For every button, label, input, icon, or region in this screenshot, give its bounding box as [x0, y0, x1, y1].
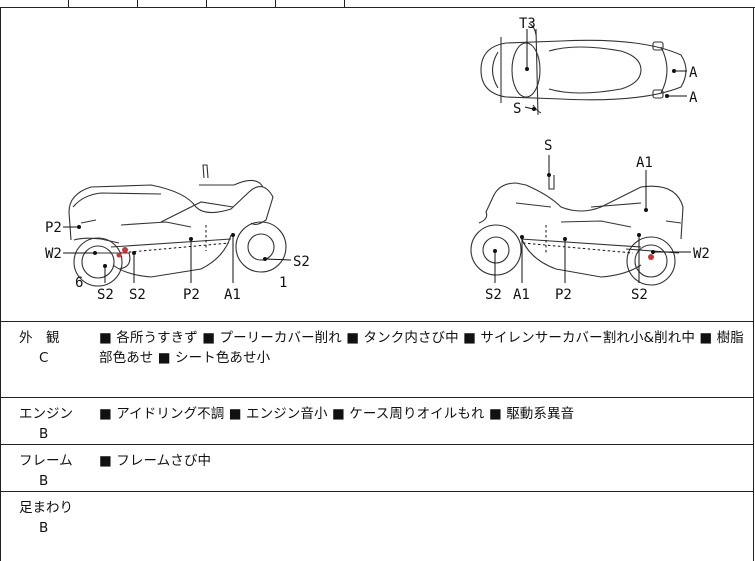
grade-label: C: [39, 350, 49, 366]
label-p2-left: P2: [45, 220, 62, 236]
label-a1-left: A1: [224, 287, 241, 303]
label-s2-left-b: S2: [129, 287, 146, 303]
label-a1-right: A1: [513, 287, 530, 303]
label-s2-right-a: S2: [485, 287, 502, 303]
scooter-diagram-svg: T3 A A S P2 W2 6 S2 S2 P2 A1 1 S2 S A1 W…: [45, 16, 710, 303]
label-s-top: S: [513, 101, 521, 117]
row-suspension: 足まわり B: [0, 491, 754, 561]
row-frame: フレーム B ■ フレームさび中: [0, 444, 754, 491]
description-text: ■ 各所うすきず ■ プーリーカバー削れ ■ タンク内さび中 ■ サイレンサーカ…: [99, 330, 744, 366]
label-t3: T3: [519, 16, 536, 32]
category-label: フレーム: [19, 453, 73, 469]
scooter-right-side-view: [470, 175, 684, 286]
label-s2-right-b: S2: [631, 287, 648, 303]
label-a-bottom: A: [689, 90, 698, 106]
scooter-left-side-view: [68, 164, 287, 287]
label-p2-right: P2: [555, 287, 572, 303]
label-a1-right-top: A1: [636, 155, 653, 171]
scooter-top-view: [480, 22, 687, 116]
category-cell: 外 観 C: [19, 328, 89, 368]
row-exterior: 外 観 C ■ 各所うすきず ■ プーリーカバー削れ ■ タンク内さび中 ■ サ…: [0, 321, 754, 397]
condition-table: 外 観 C ■ 各所うすきず ■ プーリーカバー削れ ■ タンク内さび中 ■ サ…: [0, 321, 755, 561]
label-w2-right: W2: [693, 246, 710, 262]
grade-label: B: [39, 520, 49, 536]
category-cell: エンジン B: [19, 404, 89, 444]
description-text: ■ アイドリング不調 ■ エンジン音小 ■ ケース周りオイルもれ ■ 駆動系異音: [99, 406, 575, 422]
table-header-edge: [0, 0, 755, 8]
category-cell: フレーム B: [19, 451, 89, 491]
description-text: ■ フレームさび中: [99, 453, 212, 469]
row-engine: エンジン B ■ アイドリング不調 ■ エンジン音小 ■ ケース周りオイルもれ …: [0, 397, 754, 444]
label-s-right: S: [544, 138, 552, 154]
grade-label: B: [39, 426, 49, 442]
grade-label: B: [39, 473, 49, 489]
damage-diagram: T3 A A S P2 W2 6 S2 S2 P2 A1 1 S2 S A1 W…: [0, 7, 754, 321]
label-s2-left-a: S2: [97, 287, 114, 303]
label-6: 6: [75, 275, 83, 291]
label-a-top: A: [689, 65, 698, 81]
label-w2-left: W2: [45, 246, 62, 262]
label-1: 1: [279, 275, 287, 291]
label-s2-left-c: S2: [293, 254, 310, 270]
label-p2-left-b: P2: [183, 287, 200, 303]
category-cell: 足まわり B: [19, 498, 89, 538]
category-label: エンジン: [19, 406, 73, 422]
category-label: 足まわり: [19, 500, 73, 516]
category-label: 外 観: [19, 330, 60, 346]
